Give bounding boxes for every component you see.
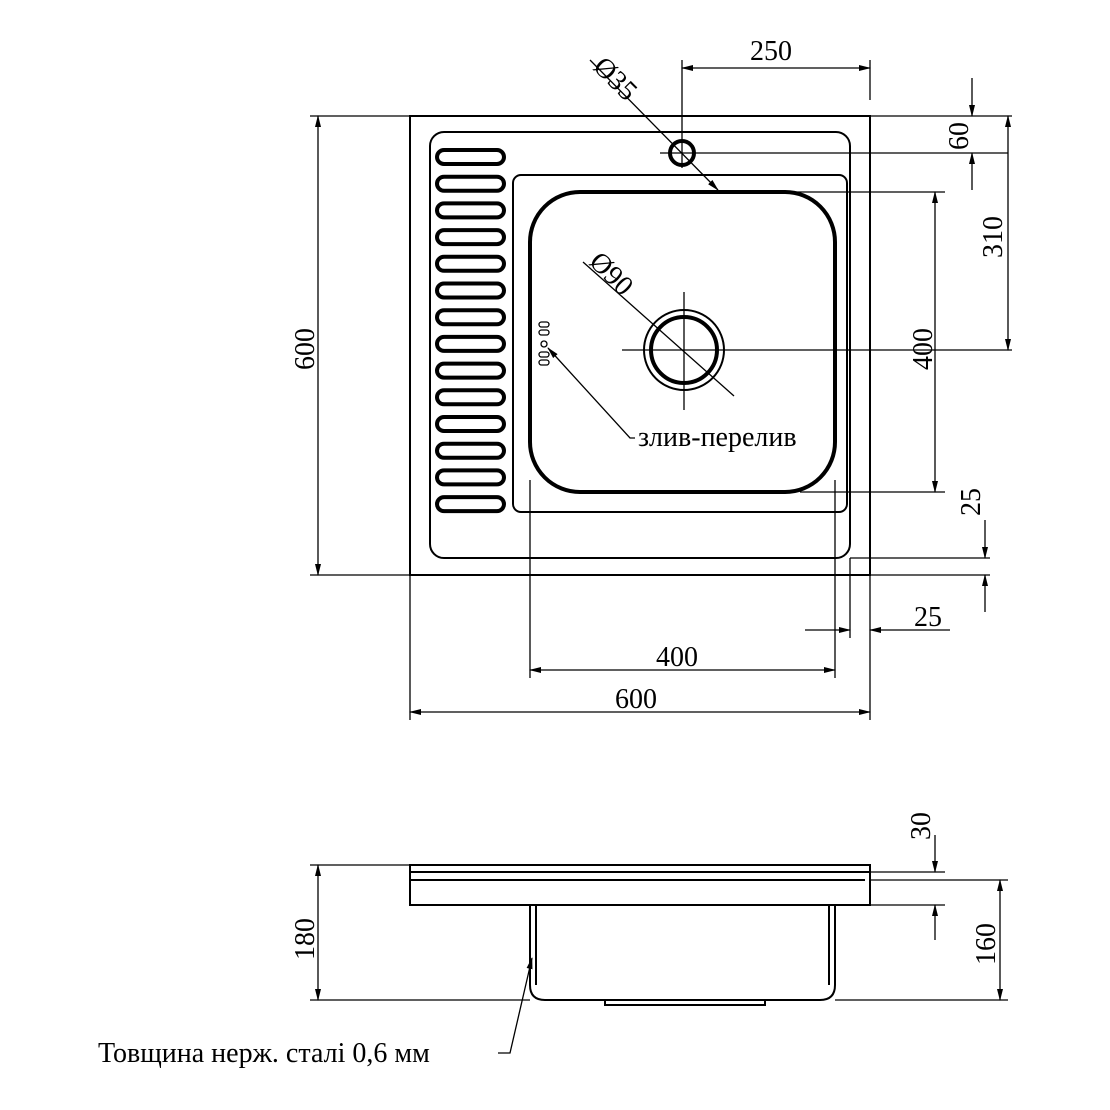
dim-bowl-width: 400 (656, 642, 698, 673)
bowl (528, 190, 837, 494)
drainboard-slot (435, 228, 506, 247)
side-bowl (529, 905, 836, 1001)
drainboard-slot (435, 148, 506, 166)
dim-overall-height: 180 (290, 918, 321, 960)
tap-hole-diameter: Ø35 (587, 51, 643, 107)
drainboard-slot (435, 495, 506, 514)
overflow-icon (538, 321, 550, 366)
side-drain (604, 999, 766, 1006)
dim-tap-offset-x: 250 (750, 36, 792, 67)
overflow-label: злив-перелив (638, 422, 797, 453)
dim-drain-offset-y: 310 (978, 216, 1009, 258)
drain-diameter: Ø90 (583, 246, 639, 302)
drainboard-slot (435, 361, 506, 380)
sink-outline (409, 115, 871, 576)
bowl-rim (512, 174, 848, 513)
drainboard-slot (435, 174, 506, 193)
sink-inner-edge (429, 131, 851, 559)
dim-overall-depth: 600 (290, 328, 321, 370)
dim-rim-right-y: 25 (956, 488, 987, 516)
thickness-note: Товщина нерж. сталі 0,6 мм (98, 1038, 430, 1069)
drainboard-slot (435, 201, 506, 220)
top-view: злив-перелив Ø35 Ø90 250 60 310 400 25 6… (290, 36, 1012, 720)
drainboard-slot (435, 441, 506, 460)
dim-overall-width: 600 (615, 684, 657, 715)
drainboard-slot (435, 468, 506, 487)
drainboard-slot (435, 281, 506, 300)
drainboard-slot (435, 308, 506, 327)
side-rim (409, 864, 871, 906)
side-view: 30 160 180 Товщина нерж. сталі 0,6 мм (98, 812, 1008, 1069)
drainboard-slot (435, 415, 506, 433)
drainboard-slot (435, 388, 506, 407)
drainboard-slot (435, 254, 506, 273)
dim-tap-offset-y: 60 (944, 122, 975, 150)
drainboard-slots (435, 148, 506, 514)
dim-bowl-height: 160 (971, 923, 1002, 965)
dim-rim-height: 30 (906, 812, 937, 840)
dim-bowl-depth: 400 (908, 328, 939, 370)
dim-rim-right-x: 25 (914, 602, 942, 633)
drainboard-slot (435, 334, 506, 353)
